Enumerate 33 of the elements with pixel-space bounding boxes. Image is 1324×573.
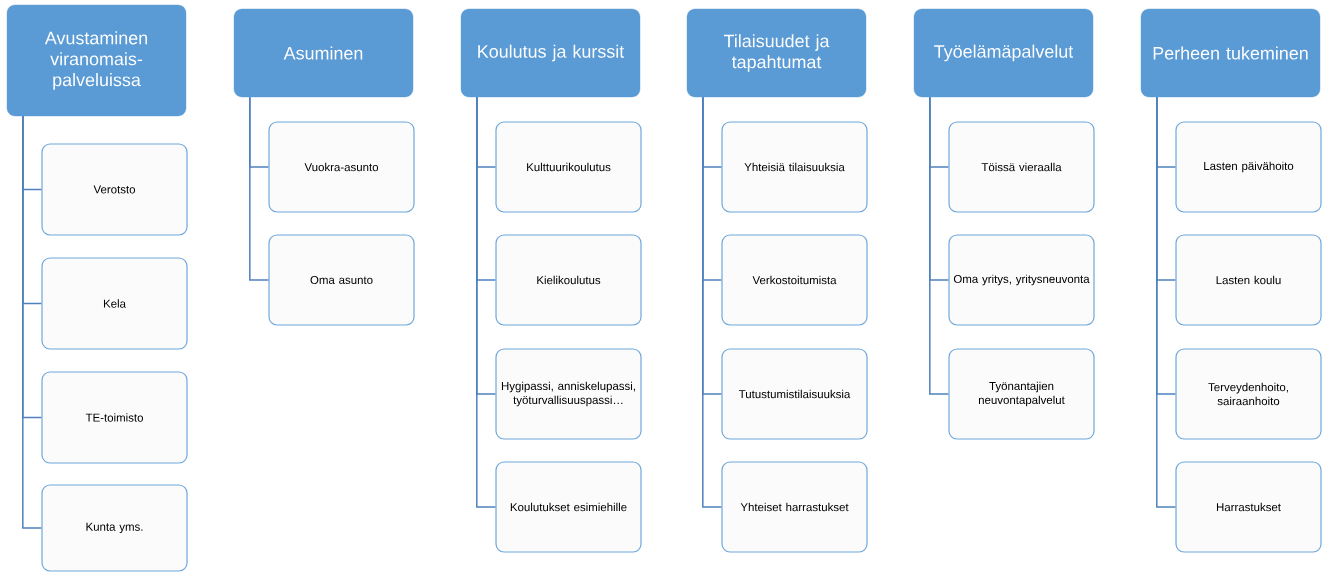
item-box: Harrastukset [1175, 461, 1322, 553]
item-box: Kela [41, 257, 188, 350]
category-box: Asuminen [233, 8, 414, 98]
item-box: Työnantajien neuvontapalvelut [948, 348, 1095, 440]
category-box: Perheen tukeminen [1140, 8, 1321, 98]
connector-line [702, 96, 723, 508]
category-box: Työelämäpalvelut [913, 8, 1094, 98]
item-box: Verkostoitumista [721, 234, 868, 326]
item-box: Koulutukset esimiehille [495, 461, 642, 553]
item-box: Kielikoulutus [495, 234, 642, 326]
connector-line [929, 96, 950, 395]
item-box: Hygipassi, anniskelupassi, työturvallisuuspassi… [495, 348, 642, 440]
item-box: TE-toimisto [41, 371, 188, 464]
item-box: Lasten päivähoito [1175, 121, 1322, 213]
item-box: Kunta yms. [41, 484, 188, 572]
item-box: Vuokra-asunto [268, 121, 415, 213]
connector-line [249, 96, 270, 281]
category-box: Tilaisuudet ja tapahtumat [686, 8, 867, 98]
item-box: Verotsto [41, 143, 188, 236]
item-box: Yhteiset harrastukset [721, 461, 868, 553]
connector-line [22, 115, 43, 529]
item-box: Kulttuurikoulutus [495, 121, 642, 213]
item-box: Töissä vieraalla [948, 121, 1095, 213]
connector-line [1156, 96, 1177, 508]
item-box: Lasten koulu [1175, 234, 1322, 326]
item-box: Oma asunto [268, 234, 415, 326]
item-box: Oma yritys, yritysneuvonta [948, 234, 1095, 326]
category-box: Koulutus ja kurssit [460, 8, 641, 98]
item-box: Terveydenhoito, sairaanhoito [1175, 348, 1322, 440]
category-box: Avustaminen viranomais-palveluissa [6, 4, 187, 117]
item-box: Yhteisiä tilaisuuksia [721, 121, 868, 213]
item-box: Tutustumistilaisuuksia [721, 348, 868, 440]
connector-line [476, 96, 497, 508]
